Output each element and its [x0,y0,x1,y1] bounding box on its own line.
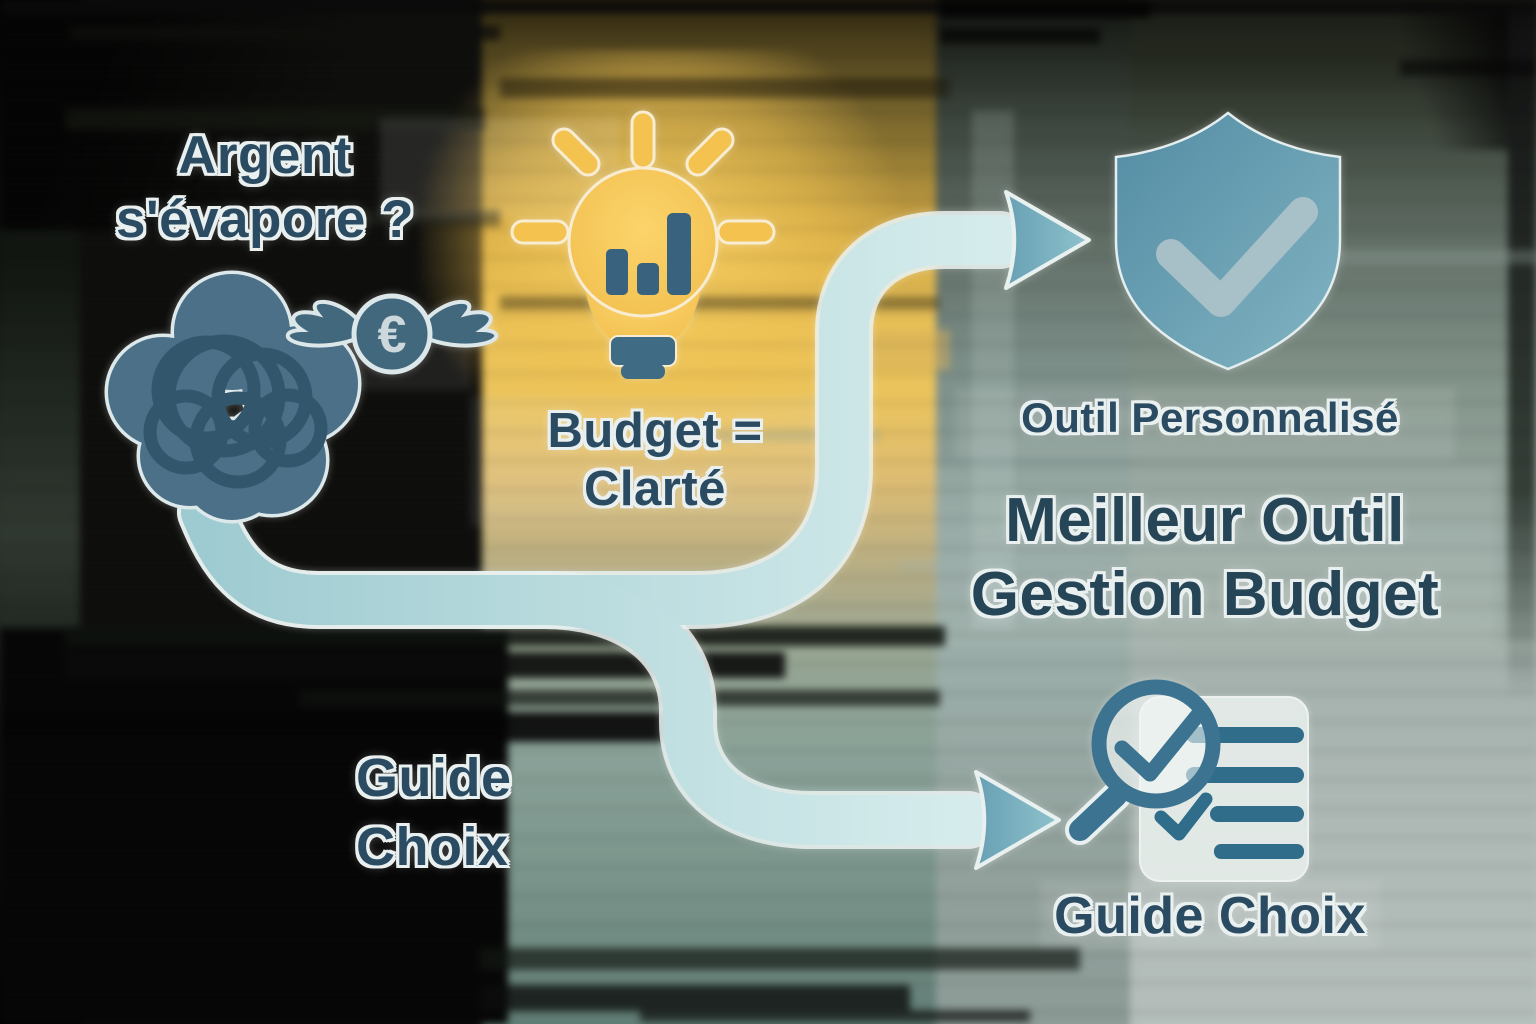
checklist-line-3 [1210,806,1304,822]
problem-line-1: Argent [178,126,352,185]
glitch-streak [1040,880,1380,950]
problem-label: Argent s'évapore ? [80,124,450,251]
glitch-streak [480,985,910,1011]
magnifier-check-icon [1114,708,1205,782]
bulb-ray-upper-right [685,127,735,177]
guide-result-label: Guide Choix [990,886,1430,946]
magnifier-handle [1069,785,1127,841]
bulb-ray-top [630,110,656,170]
lightbulb-bar-chart-icon [510,110,776,379]
guide-label: Guide Choix [356,744,596,882]
glitch-streak [480,948,1080,970]
idea-line-2: Clarté [584,461,726,516]
glitch-streak [640,1010,1030,1022]
bulb-neck [609,335,677,367]
bulb-ray-left [510,219,570,245]
solution-kicker-text: Outil Personnalisé [1021,394,1399,441]
euro-right-wing [424,300,499,348]
glitch-streak [935,468,1495,648]
glitch-streak [1180,640,1536,652]
problem-line-2: s'évapore ? [116,189,414,249]
glitch-streak [500,78,950,98]
checklist-line-2 [1186,767,1304,783]
title-line-2: Gestion Budget [970,560,1440,630]
glitch-streak [860,330,950,370]
idea-line-1: Budget = [547,404,763,458]
glitch-streak [70,26,500,40]
guide-line-1: Guide [356,748,512,808]
glitch-streak [65,626,945,646]
bg-right-edge [1508,0,1536,700]
bulb-bar-chart [606,213,691,295]
bulb-base [621,364,665,379]
idea-label: Budget = Clarté [480,403,830,519]
guide-line-2: Choix [356,817,509,878]
arrowhead-to-shield [1004,190,1091,290]
bulb-ray-right [716,219,776,245]
shield-check-icon [1156,197,1318,317]
shield-body [1114,111,1342,371]
curved-arrow-to-checklist [181,487,993,845]
flow-pipes [177,190,1091,870]
bg-column-midgrey [936,0,1146,1024]
checklist-magnifier-icon [1065,679,1309,882]
euro-left-wing [285,300,360,348]
arrowhead-to-checklist [974,770,1061,870]
tangled-scribble-cloud-icon [104,270,362,524]
checklist-small-check-icon [1154,792,1213,841]
solution-kicker: Outil Personnalisé [970,394,1450,442]
glitch-streak [0,0,1536,14]
magnifier-lens [1091,679,1221,809]
page-title: Meilleur Outil Gestion Budget [940,484,1470,633]
glitch-streak [240,210,500,226]
title-line-1: Meilleur Outil [1005,486,1405,555]
glitch-streak [0,712,700,742]
glitch-streak [1400,60,1536,76]
glitch-streak [955,388,1455,460]
glitch-streak [940,28,1100,44]
glitch-streak [940,0,1150,18]
euro-symbol: € [378,306,407,364]
shield-checkmark-icon [1114,111,1342,371]
glitch-streak [900,560,1100,572]
glitch-streak [300,690,940,706]
winged-euro-coin-icon: € [285,293,499,375]
guide-result-text: Guide Choix [1054,887,1366,945]
glitch-streak [65,108,485,130]
glitch-streak [470,396,840,526]
euro-coin [351,293,433,375]
bulb-ray-upper-left [551,127,601,177]
checklist-line-4 [1214,844,1304,859]
